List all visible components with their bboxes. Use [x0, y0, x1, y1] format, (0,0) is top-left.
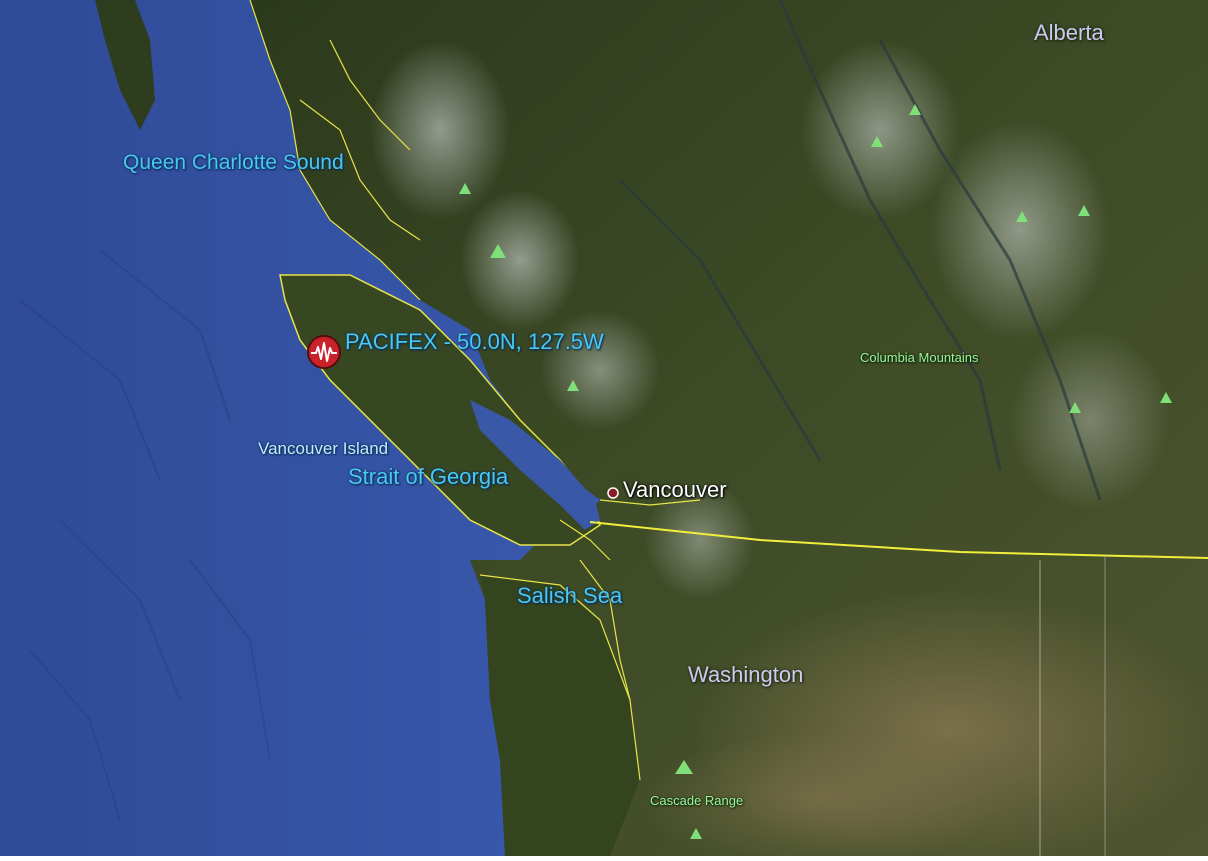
peak-icon: [490, 244, 506, 258]
label-salish-sea: Salish Sea: [517, 583, 623, 608]
peak-icon: [1078, 205, 1090, 216]
pacifex-marker-label[interactable]: PACIFEX - 50.0N, 127.5W: [345, 329, 604, 354]
haida-gwaii-fragment: [95, 0, 155, 130]
label-washington: Washington: [688, 662, 804, 687]
olympic-peninsula: [480, 575, 640, 856]
peak-markers: [459, 104, 1172, 839]
peak-icon: [1016, 211, 1028, 222]
label-vancouver: Vancouver: [623, 477, 727, 502]
strait-water: [470, 400, 600, 530]
seafloor-texture: [19, 249, 271, 821]
label-queen-charlotte-sound: Queen Charlotte Sound: [123, 151, 344, 174]
snow-coast-mountains: [370, 40, 1170, 600]
coastline: [249, 0, 701, 781]
vancouver-city-dot[interactable]: [607, 487, 619, 499]
label-alberta: Alberta: [1034, 20, 1104, 45]
peak-icon: [690, 828, 702, 839]
label-columbia-mountains: Columbia Mountains: [860, 350, 979, 365]
label-cascade-range: Cascade Range: [650, 793, 744, 808]
seismic-wave-icon[interactable]: [306, 334, 342, 370]
label-vancouver-island: Vancouver Island: [258, 439, 389, 458]
peak-icon: [909, 104, 921, 115]
peak-icon: [459, 183, 471, 194]
peak-icon: [1160, 392, 1172, 403]
peak-icon: [1069, 402, 1081, 413]
peak-icon: [675, 760, 693, 774]
international-border: [589, 521, 1208, 559]
peak-icon: [567, 380, 579, 391]
peak-icon: [871, 136, 883, 147]
label-strait-of-georgia: Strait of Georgia: [348, 464, 509, 489]
